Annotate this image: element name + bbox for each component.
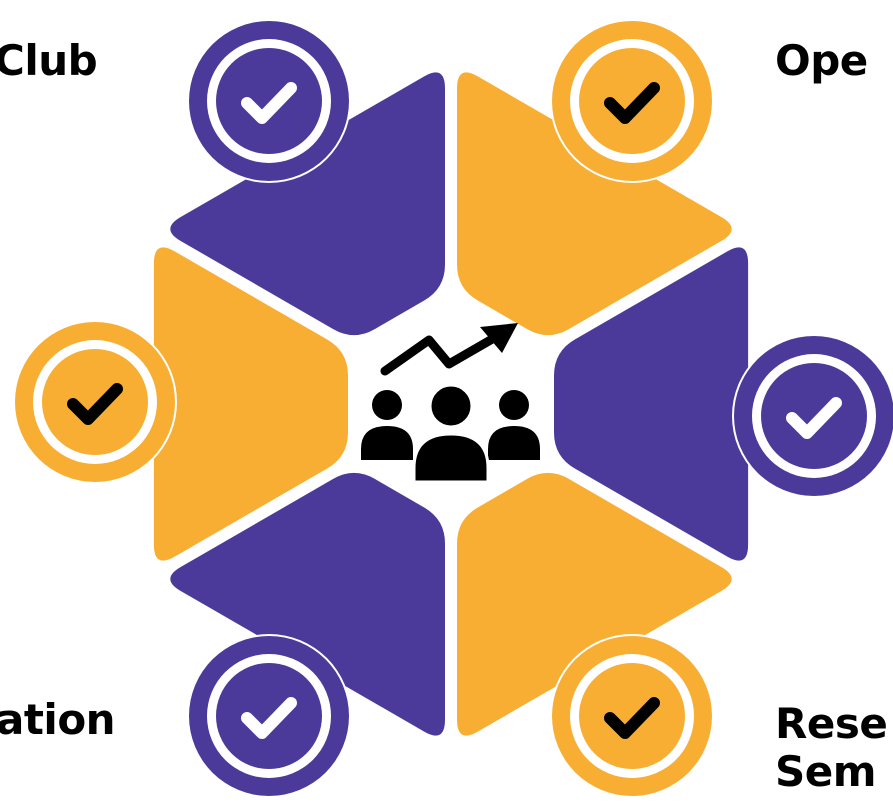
label-bottom-right: Rese Sem — [775, 699, 888, 796]
check-badge-bottom-right — [550, 634, 714, 798]
check-badge-top-left — [187, 19, 351, 183]
segment-bottom-left — [153, 247, 348, 561]
checkmark-icon — [241, 697, 297, 739]
label-top-right: Ope — [775, 36, 868, 85]
check-badge-top-right — [550, 19, 714, 183]
segment-top-right — [554, 247, 749, 561]
team-growth-icon — [361, 323, 540, 484]
segments-layer — [153, 72, 749, 736]
check-badge-left — [13, 320, 177, 484]
segment-left — [170, 72, 445, 336]
segment-top-left — [457, 72, 732, 336]
checkmark-icon — [604, 697, 660, 739]
checkmark-icon — [67, 383, 123, 425]
checkmark-icon — [241, 82, 297, 124]
checkmark-icon — [604, 82, 660, 124]
checkmark-icon — [786, 397, 842, 439]
badges-layer — [13, 19, 893, 798]
check-badge-bottom-left — [187, 634, 351, 798]
label-top-left: Club — [0, 36, 98, 85]
segment-bottom-right — [170, 472, 445, 736]
check-badge-right — [732, 334, 893, 498]
label-bottom-left: ation — [0, 695, 116, 744]
segment-right — [457, 472, 732, 736]
